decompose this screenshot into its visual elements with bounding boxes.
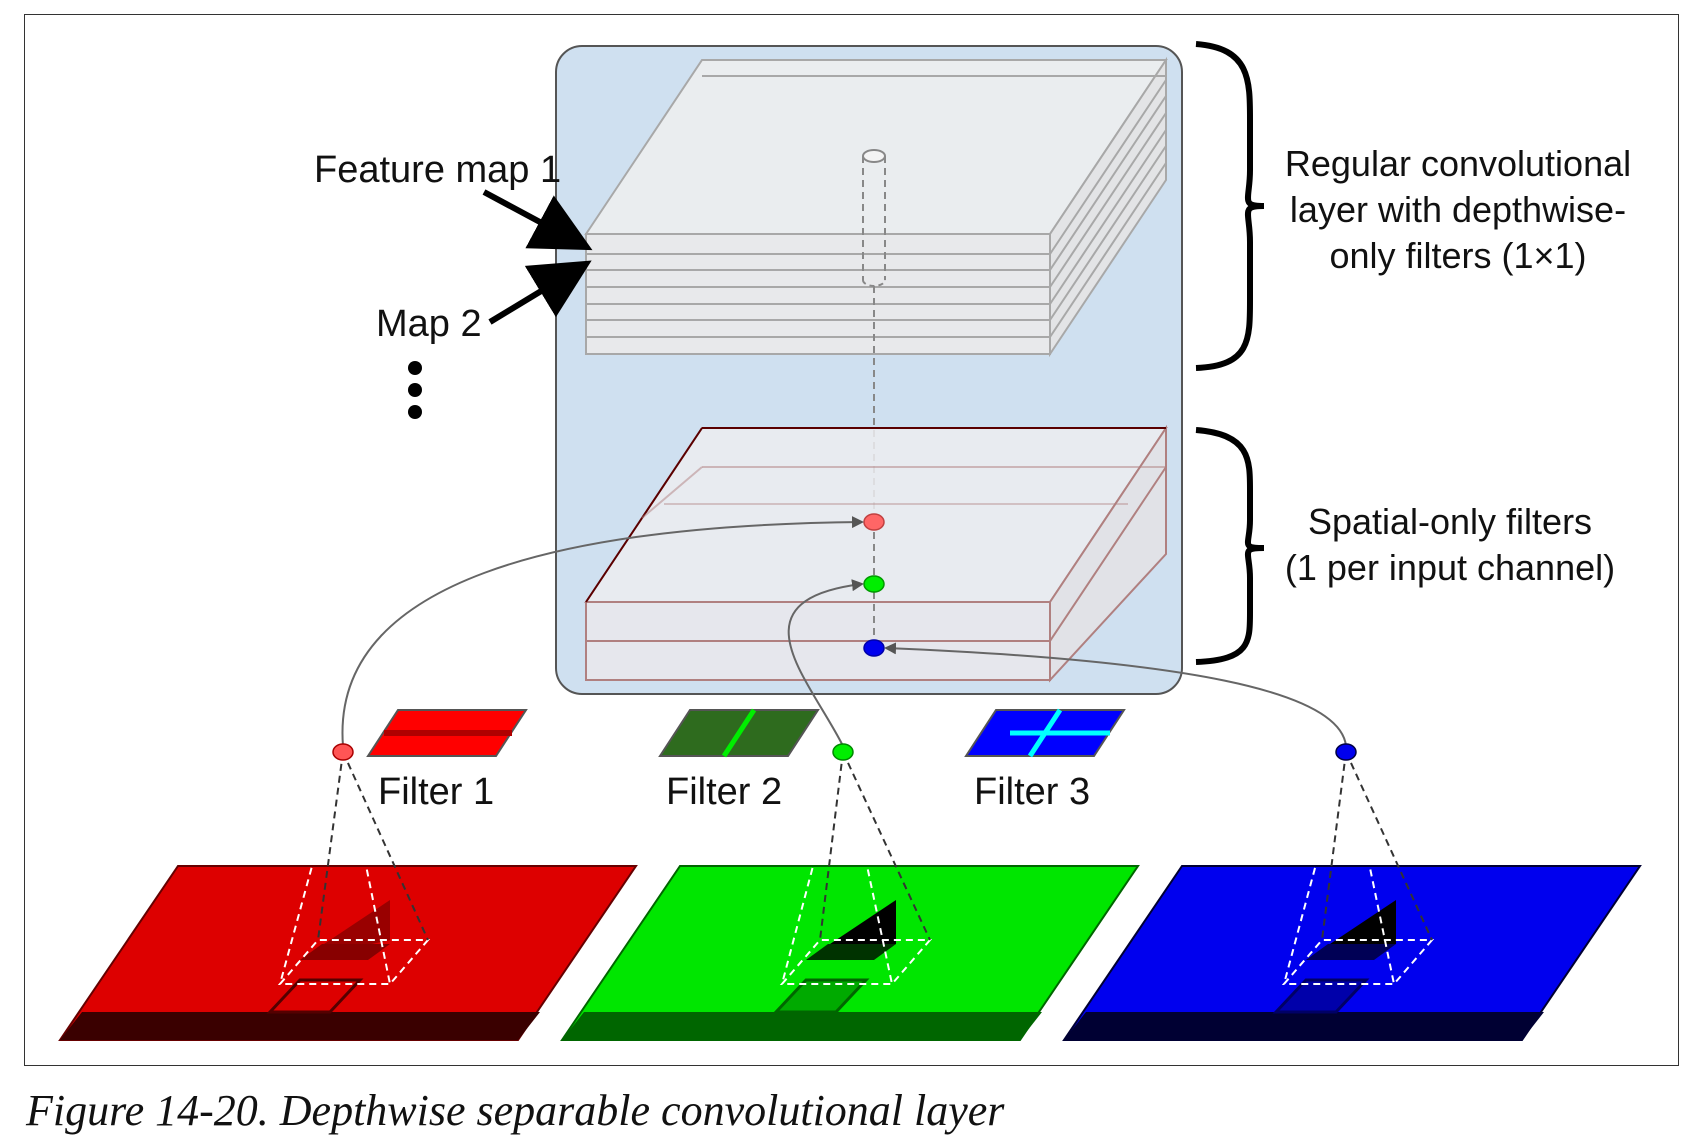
blue-output-dot (863, 639, 885, 657)
feature-map-stack (584, 56, 1168, 358)
filter-3-icon (964, 708, 1126, 758)
blue-source-dot (1335, 743, 1357, 761)
spatial-filters-brace (1195, 427, 1265, 665)
regular-layer-label-line2: layer with depthwise- (1290, 189, 1626, 230)
red-source-dot (332, 743, 354, 761)
blue-connection-arrow (884, 642, 1347, 747)
green-source-dot (832, 743, 854, 761)
regular-layer-label-line3: only filters (1×1) (1329, 235, 1586, 276)
spatial-filters-label-line1: Spatial-only filters (1308, 501, 1592, 542)
filter-3-label: Filter 3 (974, 771, 1090, 813)
green-connection-arrow (787, 579, 864, 747)
ellipsis-dots (408, 361, 422, 419)
map-2-label: Map 2 (376, 303, 482, 345)
blue-receptive-field (1281, 751, 1435, 985)
filter-2-label: Filter 2 (666, 771, 782, 813)
red-connection-arrow (341, 516, 864, 747)
blue-input-channel (1062, 865, 1642, 1041)
red-receptive-field (277, 751, 431, 985)
red-output-dot (863, 513, 885, 531)
regular-layer-brace (1195, 41, 1265, 371)
red-input-channel (58, 865, 638, 1041)
figure-caption: Figure 14-20. Depthwise separable convol… (26, 1086, 1005, 1135)
green-input-channel (560, 865, 1140, 1041)
regular-layer-label-line1: Regular convolutional (1285, 143, 1631, 184)
map-2-arrow (488, 260, 592, 325)
filter-1-label: Filter 1 (378, 771, 494, 813)
feature-map-1-arrow (482, 189, 593, 251)
green-receptive-field (779, 751, 933, 985)
filter-1-icon (366, 709, 528, 757)
spatial-filters-label-line2: (1 per input channel) (1285, 547, 1615, 588)
filter-2-icon (658, 708, 820, 758)
pointwise-filter-cylinder (862, 149, 886, 520)
feature-map-1-label: Feature map 1 (314, 149, 561, 191)
green-output-dot (863, 575, 885, 593)
